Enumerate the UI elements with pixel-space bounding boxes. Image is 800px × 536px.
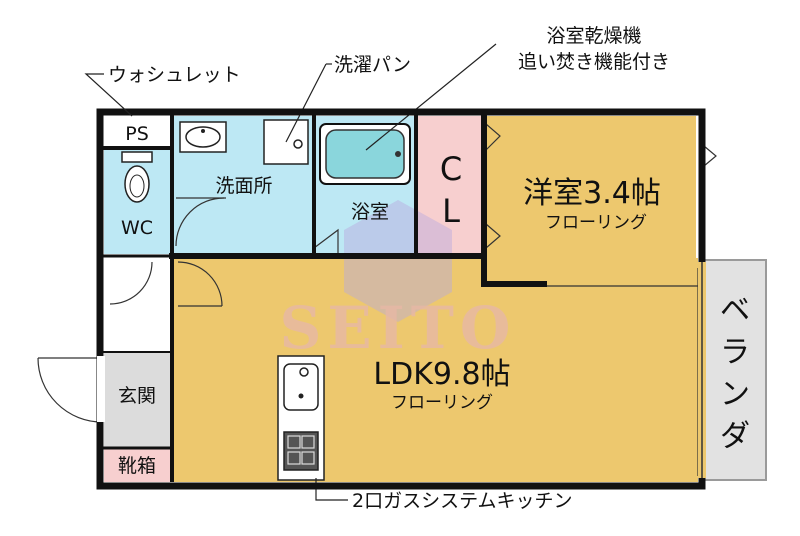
veranda-char-1: ベ	[720, 293, 750, 328]
western-room-label: 洋室3.4帖	[523, 176, 661, 211]
bathroom-label: 浴室	[351, 201, 389, 223]
veranda-char-4: ダ	[720, 419, 750, 454]
ldk-floor: フローリング	[391, 393, 493, 413]
bath-dryer-callout-line2: 追い焚き機能付き	[518, 51, 670, 73]
wc-label: WC	[121, 217, 153, 239]
ps-label: PS	[125, 123, 149, 145]
entrance-opening	[97, 356, 105, 422]
closet-area	[418, 116, 484, 254]
entrance-area	[104, 352, 170, 448]
washlet-callout: ウォシュレット	[108, 64, 241, 86]
ps-area	[104, 116, 170, 146]
wash-pan-callout: 洗濯パン	[334, 54, 411, 76]
western-room-area	[486, 116, 696, 282]
bath-dryer-leader	[365, 43, 497, 151]
entrance-label: 玄関	[118, 385, 156, 407]
wash-pan-leader	[285, 63, 327, 143]
kitchen-counter	[277, 355, 325, 481]
kitchen-callout: 2口ガスシステムキッチン	[352, 490, 573, 512]
hall-area	[104, 258, 170, 352]
watermark-hexagon	[344, 200, 452, 322]
bath-dryer-callout-line1: 浴室乾燥機	[546, 25, 641, 47]
ldk-label: LDK9.8帖	[373, 357, 510, 392]
watermark: SEITO	[280, 200, 517, 362]
washbasin	[179, 121, 227, 153]
ldk-area	[172, 258, 698, 482]
washlet-leader	[84, 73, 133, 117]
shoe-box-label: 靴箱	[118, 455, 156, 477]
closet-label-c: C	[440, 150, 462, 188]
western-room-floor: フローリング	[545, 213, 647, 233]
shoe-box-area	[104, 448, 170, 482]
laundry-pan	[263, 119, 309, 165]
closet-label-l: L	[442, 192, 460, 230]
veranda-char-2: ラ	[720, 335, 750, 370]
toilet	[121, 151, 153, 203]
watermark-text: SEITO	[280, 294, 517, 362]
bathtub	[319, 123, 411, 185]
veranda-char-3: ン	[720, 377, 750, 412]
washroom-label: 洗面所	[215, 175, 272, 197]
